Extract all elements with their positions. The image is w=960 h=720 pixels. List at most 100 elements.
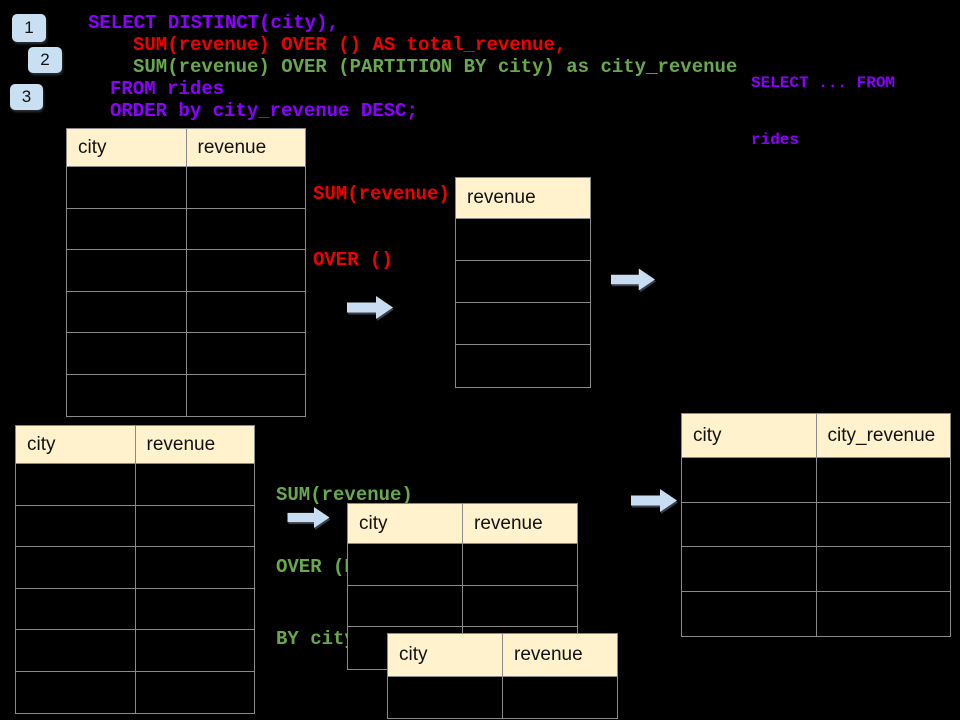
column-header-city: city [67,129,187,166]
empty-table-cell [682,591,817,636]
empty-table-row [67,291,305,333]
empty-table-cell [16,630,136,672]
empty-table-row [67,250,305,292]
sql-line-total-revenue: SUM(revenue) OVER () AS total_revenue, [133,34,567,56]
empty-table-cell [348,544,463,586]
table-body [16,464,254,713]
table-city-revenue-result: city city_revenue [681,413,951,637]
empty-table-cell [816,547,950,592]
empty-table-row [682,547,950,592]
table-total-revenue-result: revenue [455,177,591,388]
empty-table-cell [503,677,617,718]
empty-table-row [16,547,254,589]
empty-table-row [348,585,577,628]
table-body [682,458,950,636]
empty-table-cell [456,303,590,345]
empty-table-cell [682,547,817,592]
step-badge-3: 3 [10,84,43,110]
side-note-line-2: rides [751,131,800,149]
column-header-city: city [388,634,503,676]
right-arrow-icon [347,296,393,319]
empty-table-cell [67,208,187,250]
table-header-row: city revenue [348,504,577,544]
column-header-revenue: revenue [514,644,583,665]
table-header-row: city revenue [388,634,617,677]
empty-table-row [16,671,254,713]
empty-table-row [682,458,950,503]
side-note-select-from-rides: SELECT ... FROM rides [751,36,895,188]
column-header-revenue: revenue [474,512,543,534]
empty-table-cell [816,458,950,503]
label-partition-line-1: SUM(revenue) [276,484,413,506]
empty-table-cell [463,585,577,628]
table-rides-source-top: city revenue [66,128,306,417]
empty-table-cell [348,585,463,628]
empty-table-cell [186,333,305,375]
empty-table-cell [16,588,136,630]
empty-table-cell [816,591,950,636]
table-body [456,219,590,387]
empty-table-row [67,374,305,416]
sql-line-select: SELECT DISTINCT(city), [88,12,339,34]
empty-table-cell [67,291,187,333]
empty-table-cell [186,167,305,209]
right-arrow-icon [287,507,330,528]
column-header-city-revenue: city_revenue [827,424,936,446]
empty-table-row [67,208,305,250]
empty-table-cell [16,464,136,506]
empty-table-cell [463,544,577,586]
table-header-row: city revenue [16,426,254,464]
table-partition-overlay: city revenue [387,633,618,719]
empty-table-cell [135,671,254,713]
empty-table-cell [67,250,187,292]
empty-table-row [456,261,590,303]
step-badge-2: 2 [28,47,62,73]
empty-table-cell [186,374,305,416]
empty-table-cell [135,630,254,672]
right-arrow-icon [631,489,677,512]
table-header-row: city revenue [67,129,305,167]
column-header-revenue: revenue [467,187,536,208]
empty-table-cell [67,374,187,416]
column-header-city: city [682,414,817,457]
empty-table-cell [388,677,503,718]
empty-table-cell [682,502,817,547]
empty-table-cell [16,671,136,713]
empty-table-cell [186,291,305,333]
empty-table-cell [456,219,590,261]
column-header-revenue: revenue [146,433,216,455]
empty-table-cell [816,502,950,547]
empty-table-cell [67,333,187,375]
column-header-city: city [16,426,136,463]
empty-table-cell [456,345,590,387]
empty-table-row [456,219,590,261]
label-sum-over-total: SUM(revenue) OVER () [313,139,450,315]
label-total-line-1: SUM(revenue) [313,183,450,205]
right-arrow-icon [611,268,655,291]
table-header-row: revenue [456,178,590,219]
side-note-line-1: SELECT ... FROM [751,74,896,92]
empty-table-cell [135,505,254,547]
empty-table-row [456,345,590,387]
empty-table-row [348,544,577,586]
empty-table-row [16,464,254,506]
empty-table-row [682,502,950,547]
column-header-city: city [348,504,463,543]
empty-table-row [456,303,590,345]
empty-table-row [67,333,305,375]
table-rides-source-bottom: city revenue [15,425,255,714]
sql-line-order-by: ORDER by city_revenue DESC; [110,100,418,122]
column-header-revenue: revenue [197,136,267,158]
empty-table-cell [16,505,136,547]
empty-table-cell [135,464,254,506]
empty-table-cell [67,167,187,209]
empty-table-row [682,591,950,636]
empty-table-cell [186,250,305,292]
table-body [67,167,305,416]
empty-table-cell [682,458,817,503]
label-total-line-2: OVER () [313,249,393,271]
sql-line-from: FROM rides [110,78,225,100]
table-body [388,677,617,718]
empty-table-row [388,677,617,718]
